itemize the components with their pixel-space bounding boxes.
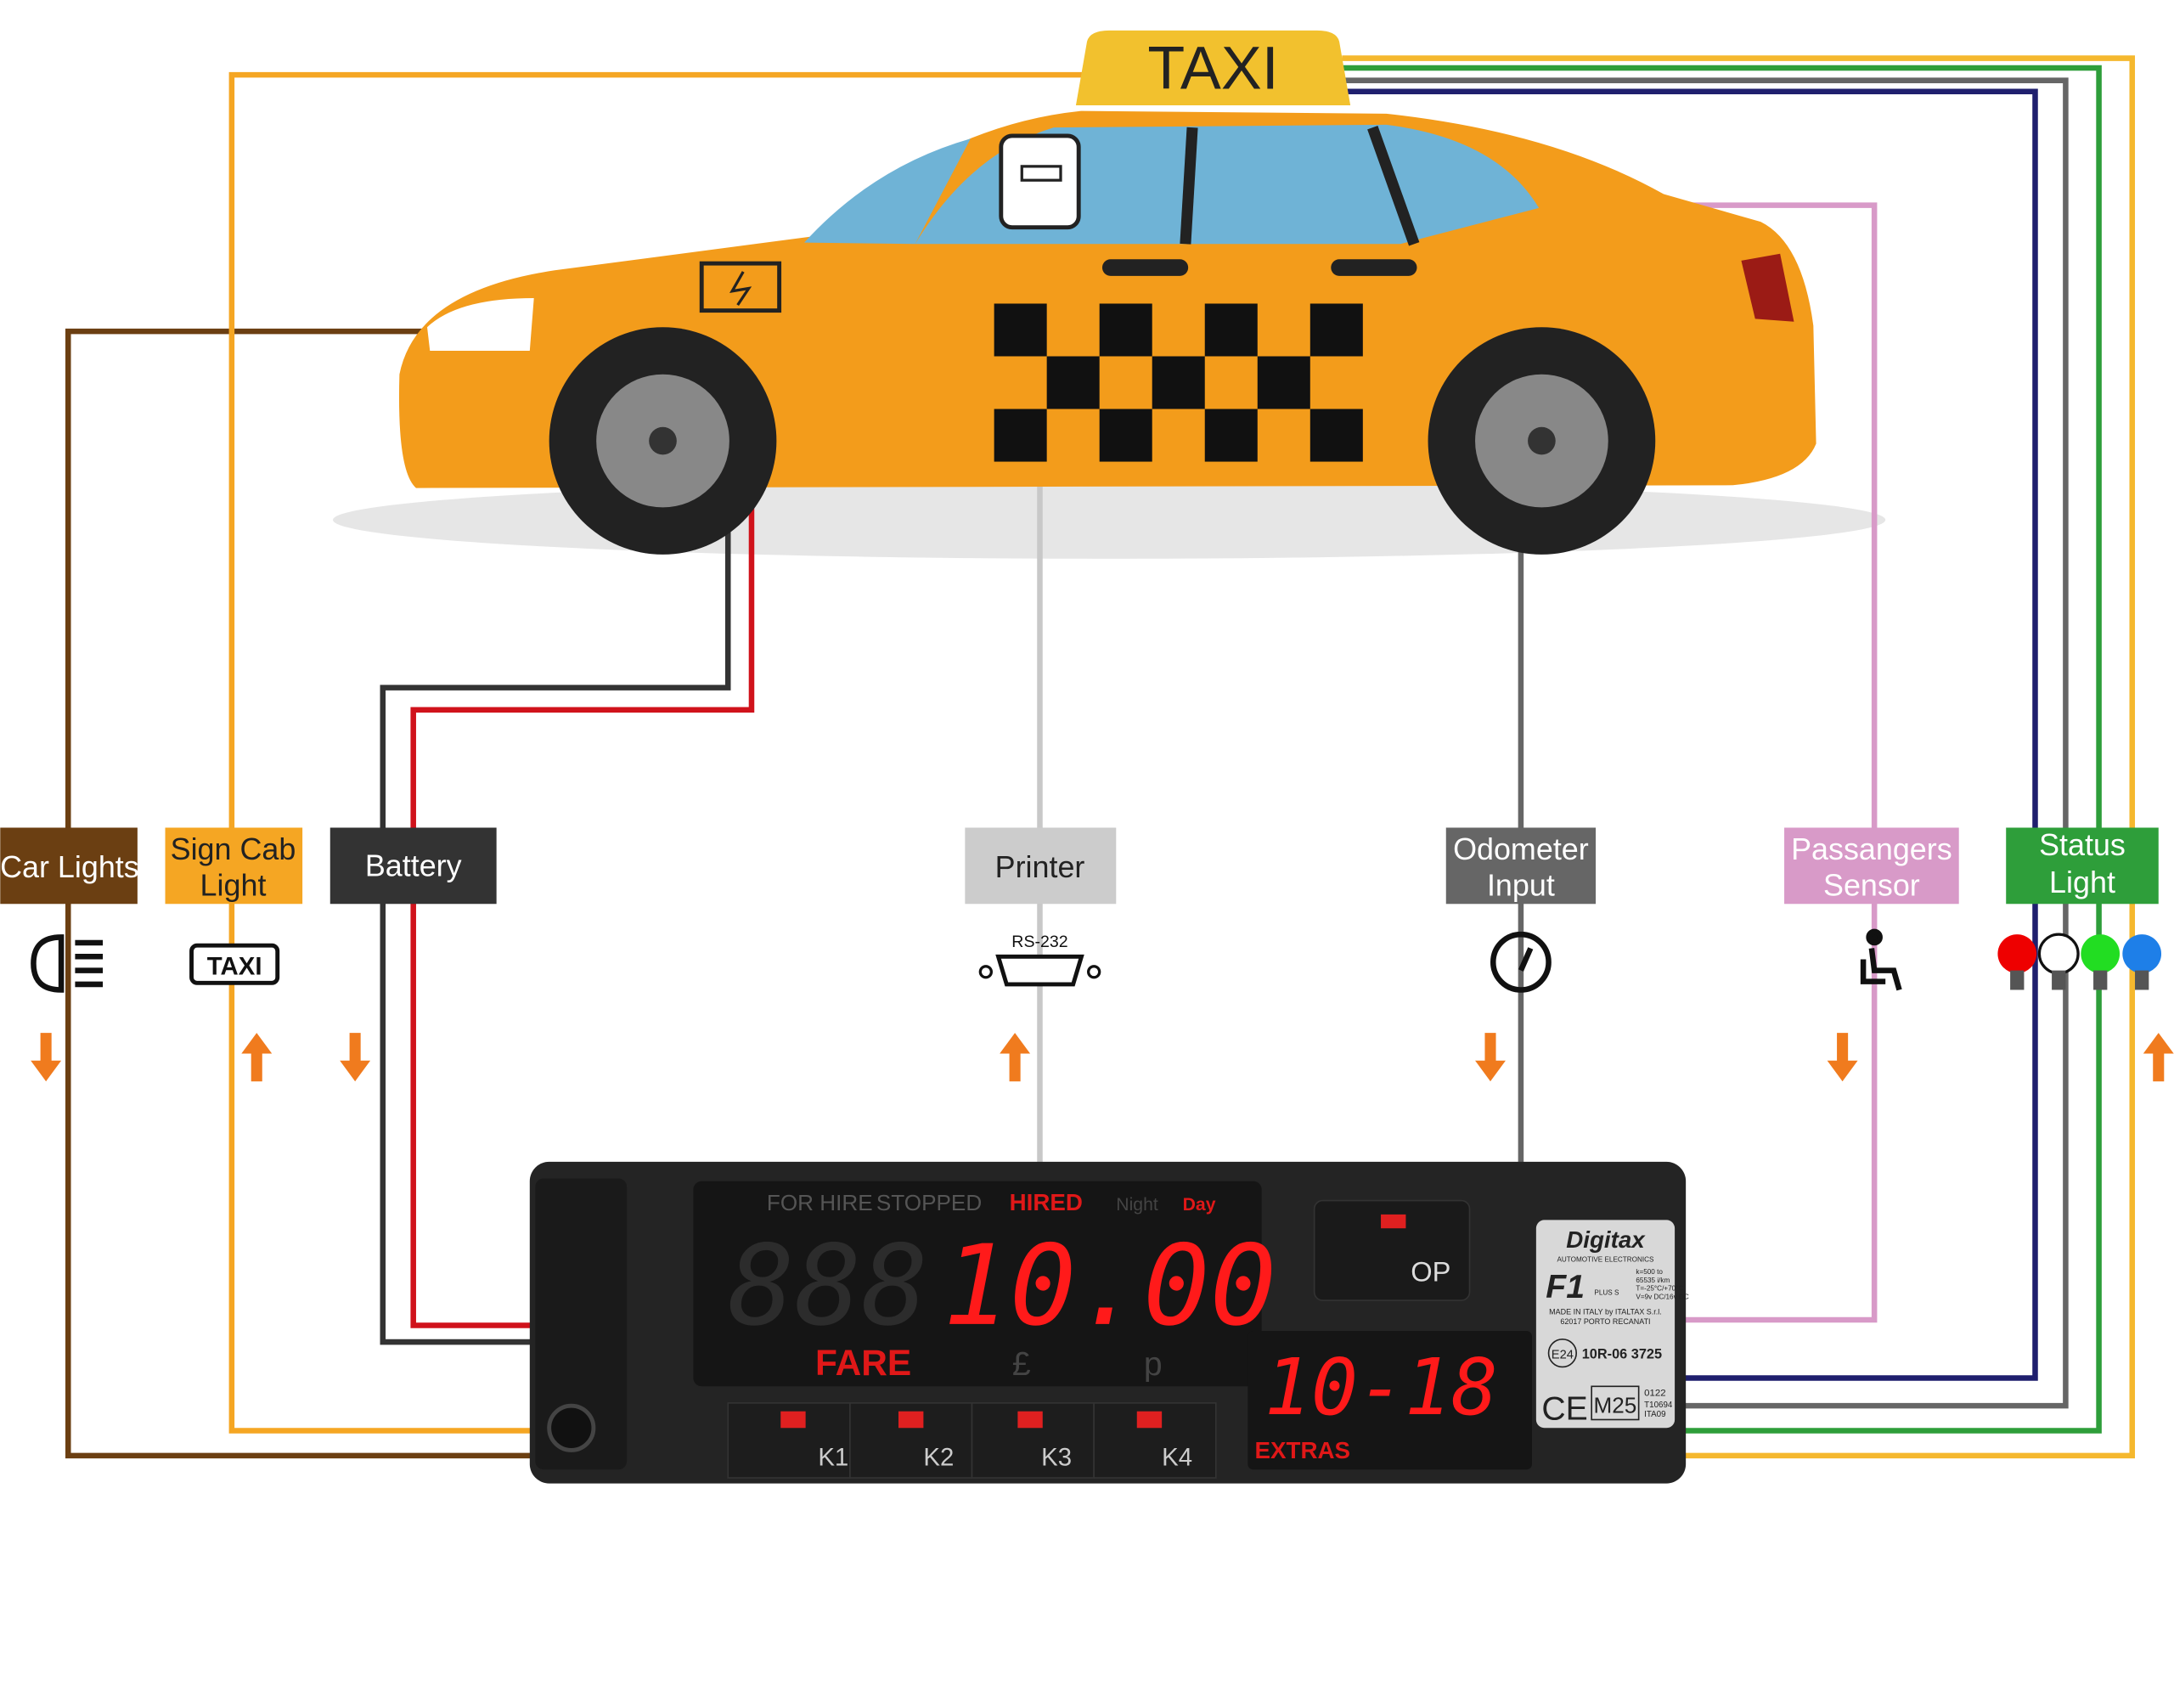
direction-arrows xyxy=(31,1033,2174,1082)
taxi-icon-text: TAXI xyxy=(207,953,262,981)
key-label: K4 xyxy=(1162,1443,1192,1471)
key-label: K1 xyxy=(818,1443,848,1471)
fare-value: 10.00 xyxy=(943,1221,1276,1350)
plate-m25: M25 xyxy=(1594,1392,1637,1418)
plate-spec: 65535 i/km xyxy=(1636,1277,1670,1284)
key-k1[interactable]: K1 xyxy=(727,1402,851,1479)
printer-label: Printer xyxy=(995,849,1085,884)
pence-sign: p xyxy=(1144,1346,1163,1383)
front-wheel xyxy=(549,327,777,555)
plate-code: 0122 xyxy=(1644,1389,1665,1399)
battery-label: Battery xyxy=(365,848,462,883)
odometer-label-line2: Input xyxy=(1487,867,1555,902)
plate-model-sub: PLUS S xyxy=(1594,1289,1619,1297)
op-button[interactable]: OP xyxy=(1313,1199,1471,1301)
plate-address: 62017 PORTO RECANATI xyxy=(1560,1317,1650,1326)
rs232-port-icon: RS-232 xyxy=(978,933,1101,987)
wire-status-grey xyxy=(1342,77,2069,1409)
speedometer-icon xyxy=(1490,931,1552,993)
wire-status-navy xyxy=(1342,88,2038,1381)
fare-display xyxy=(693,1181,1262,1387)
plate-approval-mark: E24 xyxy=(1552,1349,1574,1362)
rs232-label: RS-232 xyxy=(1011,933,1067,951)
key-k3[interactable]: K3 xyxy=(971,1402,1095,1479)
status-label-line1: Status xyxy=(2039,827,2126,862)
wire-sign-cab xyxy=(228,71,1110,1434)
roof-sign-text: TAXI xyxy=(1147,34,1278,102)
passengers-label-line2: Sensor xyxy=(1823,867,1920,902)
extras-display xyxy=(1248,1331,1532,1470)
op-button-label: OP xyxy=(1411,1255,1450,1287)
checker-pattern xyxy=(994,303,1363,462)
arrow-down-icon xyxy=(340,1033,371,1082)
plate-model: F1 xyxy=(1546,1269,1585,1305)
roof-taxi-sign: TAXI xyxy=(1075,30,1351,106)
arrow-up-icon xyxy=(2143,1033,2174,1082)
taillight xyxy=(1741,253,1794,322)
taximeter: FOR HIRE STOPPED HIRED Night Day 888 10.… xyxy=(529,1161,1689,1484)
status-bulbs-icon xyxy=(1997,933,2162,990)
headlight xyxy=(427,297,534,351)
sign-cab-label-line2: Light xyxy=(200,867,267,902)
extras-label: EXTRAS xyxy=(1255,1437,1351,1463)
rear-wheel xyxy=(1428,327,1656,555)
key-label: K3 xyxy=(1041,1443,1072,1471)
fare-label: FARE xyxy=(815,1343,911,1383)
wire-battery-positive xyxy=(410,312,755,1328)
status-for-hire: FOR HIRE xyxy=(767,1190,873,1215)
car-lights-label: Car Lights xyxy=(0,849,139,884)
plate-spec: k=500 to xyxy=(1636,1268,1663,1276)
key-k2[interactable]: K2 xyxy=(849,1402,973,1479)
label-printer: Printer xyxy=(965,827,1117,905)
plate-maker: MADE IN ITALY by ITALTAX S.r.l. xyxy=(1549,1307,1662,1316)
status-day: Day xyxy=(1183,1195,1216,1215)
plate-spec: V=9v DC/16v DC xyxy=(1636,1293,1688,1300)
car-battery-icon xyxy=(699,261,782,313)
plate-brand: Digitax xyxy=(1566,1226,1646,1253)
plate-code: T10694 xyxy=(1644,1401,1673,1410)
plate-spec: T=-25°C/+70°C xyxy=(1636,1285,1683,1293)
plate-ce-mark: CE xyxy=(1541,1390,1587,1427)
plate-brand-sub: AUTOMOTIVE ELECTRONICS xyxy=(1557,1255,1654,1263)
wire-battery-negative xyxy=(380,312,731,1345)
arrow-up-icon xyxy=(241,1033,273,1082)
fare-ghost-digits: 888 xyxy=(728,1221,928,1350)
taxi-sign-icon: TAXI xyxy=(189,943,280,985)
status-label-line2: Light xyxy=(2049,865,2115,899)
printer-device-icon xyxy=(999,133,1081,230)
arrow-down-icon xyxy=(31,1033,62,1082)
key-k4[interactable]: K4 xyxy=(1093,1402,1217,1479)
sign-cab-label-line1: Sign Cab xyxy=(171,831,296,866)
arrow-up-icon xyxy=(1000,1033,1031,1082)
passengers-label-line1: Passangers xyxy=(1791,831,1952,866)
plate-code: ITA09 xyxy=(1644,1410,1665,1419)
status-stopped: STOPPED xyxy=(876,1190,982,1215)
label-car-lights: Car Lights xyxy=(0,827,139,905)
key-label: K2 xyxy=(923,1443,954,1471)
wire-status-yellow xyxy=(1342,55,2136,1459)
odometer-label-line1: Odometer xyxy=(1453,831,1589,866)
plate-approval-number: 10R-06 3725 xyxy=(1582,1347,1662,1362)
taxi-car xyxy=(398,110,1816,555)
wire-status-green xyxy=(1342,65,2102,1434)
meter-knob xyxy=(547,1403,596,1452)
pound-sign: £ xyxy=(1012,1346,1031,1383)
headlight-icon xyxy=(31,934,104,993)
arrow-down-icon xyxy=(1827,1033,1858,1082)
seated-passenger-icon xyxy=(1860,928,1902,991)
arrow-down-icon xyxy=(1475,1033,1506,1082)
status-hired: HIRED xyxy=(1010,1189,1083,1215)
status-night: Night xyxy=(1116,1195,1158,1215)
approval-plate: Digitax AUTOMOTIVE ELECTRONICS F1 PLUS S… xyxy=(1535,1220,1689,1429)
extras-value: 10-18 xyxy=(1264,1342,1498,1433)
label-battery: Battery xyxy=(329,827,497,905)
